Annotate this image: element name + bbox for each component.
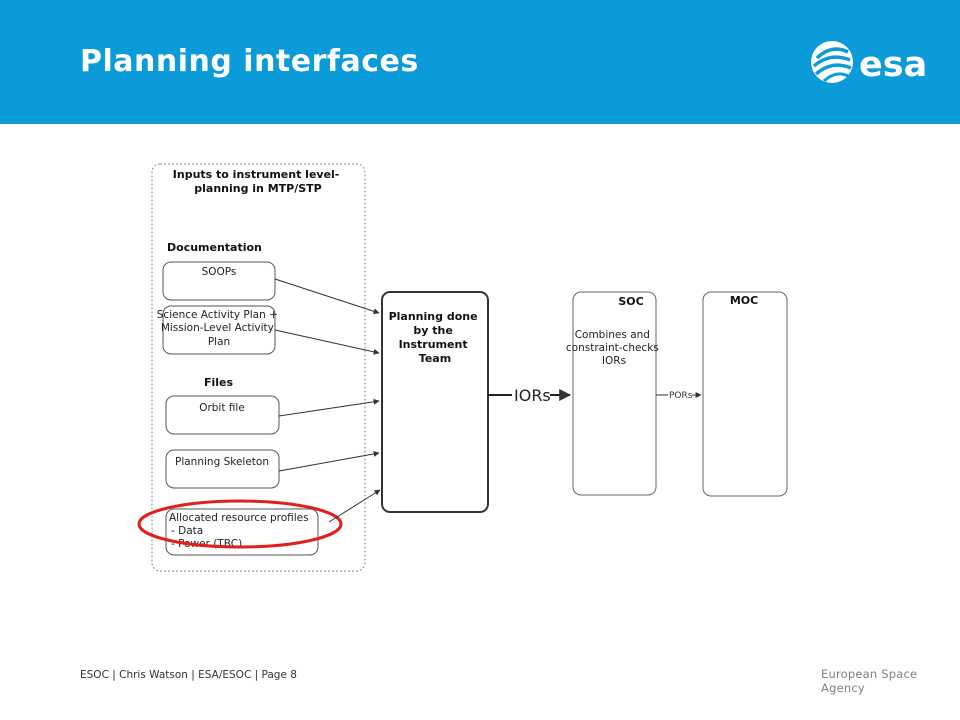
soops-arrow [274,278,380,315]
highlight-ellipse [137,499,343,549]
inputs-group [151,163,366,572]
allocated-profiles-arrow [328,489,381,523]
soops-label: SOOPs [202,266,237,278]
soops-box [162,261,276,301]
soc-description: Combines and constraint-checks IORs [566,329,662,367]
soc-title: SOC [618,295,643,308]
science-plan-arrow [274,329,380,355]
orbit-file-label: Orbit file [199,402,245,414]
inputs-group-title: Inputs to instrument level- planning in … [173,168,343,195]
agency-name: European Space Agency [821,667,918,695]
planning-box-label: Planning done by the Instrument Team [389,310,482,365]
planning-skeleton-arrow [278,451,380,472]
page-title: Planning interfaces [80,44,419,79]
planning-box [381,291,489,513]
moc-box [702,291,788,497]
moc-title: MOC [730,294,758,307]
esa-logo: esa [811,41,927,85]
pors-arrow-label: PORs [669,391,693,401]
esa-globe-icon [811,41,853,83]
iors-arrow-label: IORs [514,386,551,405]
allocated-profiles-box [165,508,319,556]
planning-skeleton-label: Planning Skeleton [175,456,269,468]
planning-skeleton-box [165,449,280,489]
orbit-file-arrow [278,398,380,417]
orbit-file-box [165,395,280,435]
files-heading: Files [204,376,234,389]
header-bar: Planning interfaces esa [0,0,960,124]
planning-diagram: Inputs to instrument level- planning in … [137,163,788,572]
footer-credit: ESOC | Chris Watson | ESA/ESOC | Page 8 [80,669,297,681]
science-plan-label: Science Activity Plan + Mission-Level Ac… [157,309,281,348]
logo-wordmark: esa [859,45,927,85]
soc-box [572,291,657,496]
documentation-heading: Documentation [167,241,262,254]
